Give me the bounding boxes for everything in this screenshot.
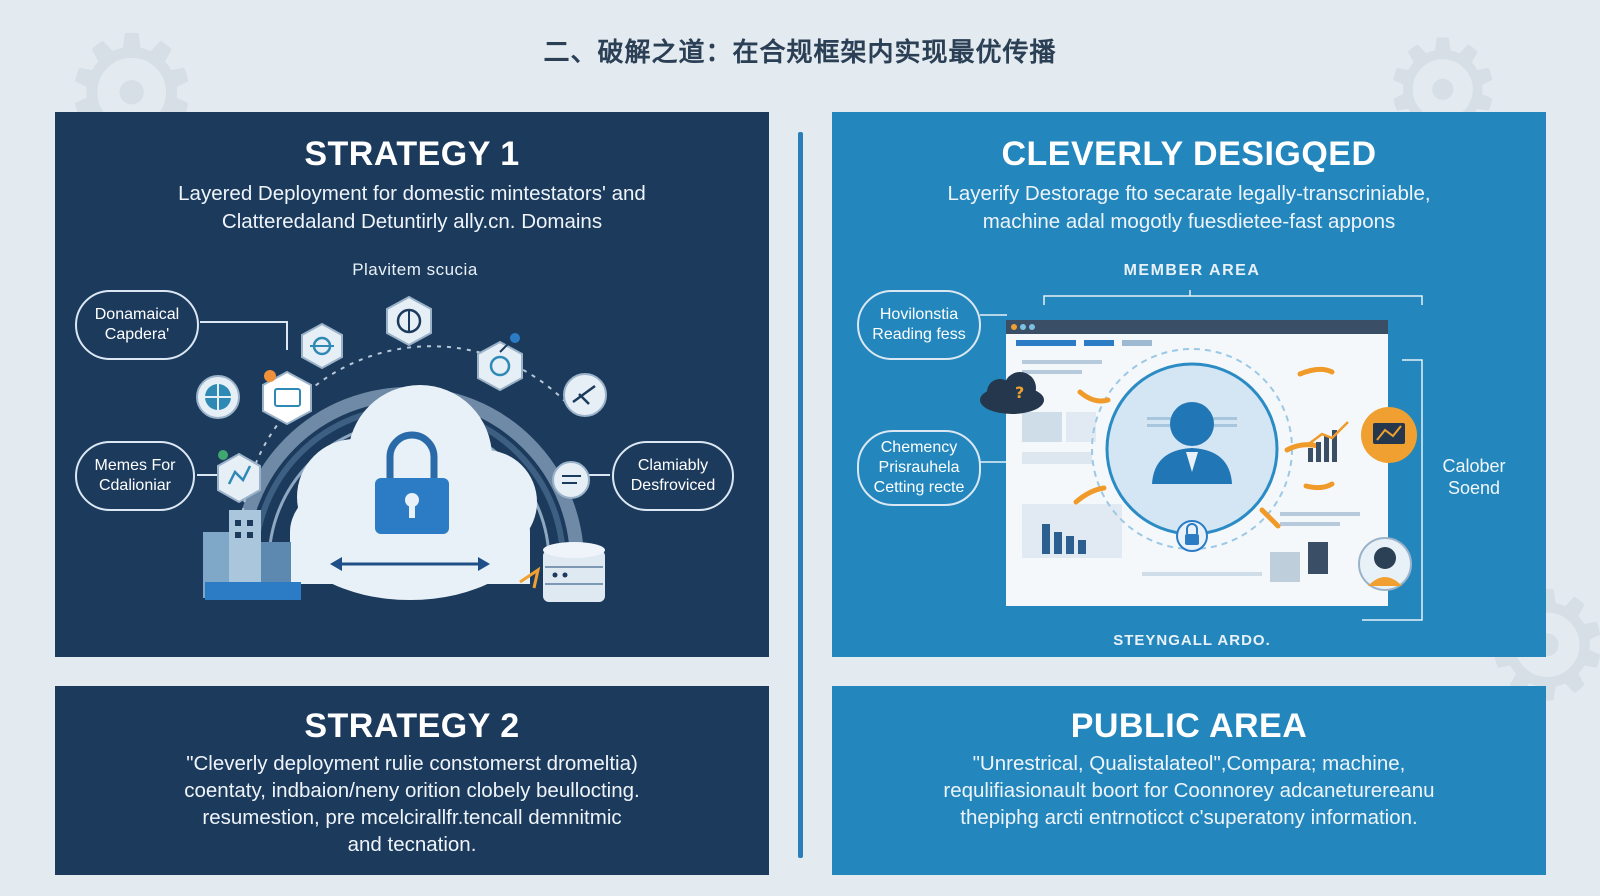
satellite-icon — [477, 333, 523, 392]
pill-line: Chemency — [880, 439, 958, 456]
side-label-line: Soend — [1447, 478, 1501, 498]
page-title: 二、破解之道：在合规框架内实现最优传播 — [543, 38, 1057, 68]
pill-line: Reading fess — [872, 326, 966, 343]
member-area-diagram: ? — [980, 290, 1423, 621]
pill-line: Memes For — [94, 457, 176, 474]
bidirectional-arrow — [330, 557, 490, 571]
pill-left-bottom: Memes For Cdalioniar — [75, 441, 195, 511]
strategy-1-diagram — [196, 295, 610, 602]
help-cloud-icon: ? — [980, 372, 1044, 414]
pill-right: Clamiably Desfroviced — [612, 441, 734, 511]
avatar-icon — [1358, 537, 1412, 591]
pill-line: Hovilonstia — [879, 306, 959, 323]
description-line: "Cleverly deployment rulie constomerst d… — [186, 752, 638, 775]
globe-icon — [196, 375, 240, 419]
pill-line: Desfroviced — [630, 477, 716, 494]
strategy-2-panel: STRATEGY 2 "Cleverly deployment rulie co… — [55, 686, 769, 875]
column-divider — [798, 132, 803, 858]
pill-bottom: Chemency Prisrauhela Cetting recte — [857, 430, 981, 506]
lock-icon — [1176, 520, 1208, 552]
description-line: "Unrestrical, Qualistalateol",Compara; m… — [972, 752, 1406, 775]
strategy-1-description: Layered Deployment for domestic mintesta… — [55, 180, 769, 236]
pill-top: Hovilonstia Reading fess — [857, 290, 981, 360]
description-line: Layerify Destorage fto secarate legally-… — [947, 182, 1431, 205]
strategy-2-description: "Cleverly deployment rulie constomerst d… — [55, 750, 769, 858]
description-line: resumestion, pre mcelcirallfr.tencall de… — [202, 806, 622, 829]
id-card-icon — [262, 370, 312, 426]
description-line: Clatteredaland Detuntirly ally.cn. Domai… — [221, 210, 603, 233]
public-area-description: "Unrestrical, Qualistalateol",Compara; m… — [832, 750, 1546, 831]
chart-icon — [1305, 421, 1349, 462]
building-icon — [203, 510, 301, 600]
bottom-area-label: STEYNGALL ARDO. — [1113, 632, 1271, 649]
member-area-label: MEMBER AREA — [1123, 262, 1261, 279]
profile-icon — [1147, 402, 1237, 484]
description-line: and tecnation. — [347, 833, 477, 856]
pill-line: Cdalioniar — [98, 477, 172, 494]
description-line: coentaty, indbaion/neny orition clobely … — [184, 779, 640, 802]
cleverly-designed-description: Layerify Destorage fto secarate legally-… — [832, 180, 1546, 236]
monitor-icon — [1361, 407, 1417, 463]
description-line: Layered Deployment for domestic mintesta… — [178, 182, 646, 205]
server-icon — [519, 542, 605, 602]
description-line: thepiphg arcti entrnoticct c'superatony … — [960, 806, 1418, 829]
description-line: requlifiasionault boort for Coonnorey ad… — [943, 779, 1435, 802]
pill-line: Capdera' — [104, 326, 170, 343]
pill-left-top: Donamaical Capdera' — [75, 290, 199, 360]
diagram-label: Plavitem scucia — [352, 260, 478, 279]
strategy-2-title: STRATEGY 2 — [304, 707, 520, 745]
strategy-1-title: STRATEGY 1 — [304, 135, 520, 173]
lock-icon — [375, 431, 449, 534]
pill-line: Clamiably — [637, 457, 709, 474]
chart-icon — [217, 450, 261, 504]
description-line: machine adal mogotly fuesdietee-fast app… — [982, 210, 1396, 233]
cleverly-designed-panel: ? CLEVERLY DESIGQED Layerify Destorage f… — [832, 112, 1546, 657]
pill-line: Prisrauhela — [878, 459, 960, 476]
cleverly-designed-title: CLEVERLY DESIGQED — [1001, 135, 1377, 173]
chat-icon — [552, 461, 590, 499]
strategy-1-panel: STRATEGY 1 Layered Deployment for domest… — [55, 112, 769, 657]
public-area-title: PUBLIC AREA — [1070, 707, 1308, 745]
side-label-line: Calober — [1442, 456, 1506, 476]
svg-text:?: ? — [1015, 383, 1024, 402]
side-label: Calober Soend — [1424, 455, 1524, 499]
public-area-panel: PUBLIC AREA "Unrestrical, Qualistalateol… — [832, 686, 1546, 875]
pill-line: Cetting recte — [873, 479, 965, 496]
flow-arrows — [1073, 366, 1335, 529]
pill-line: Donamaical — [94, 306, 180, 323]
satellite-icon — [563, 373, 607, 417]
shield-icon — [386, 295, 432, 347]
network-icon — [301, 322, 343, 370]
